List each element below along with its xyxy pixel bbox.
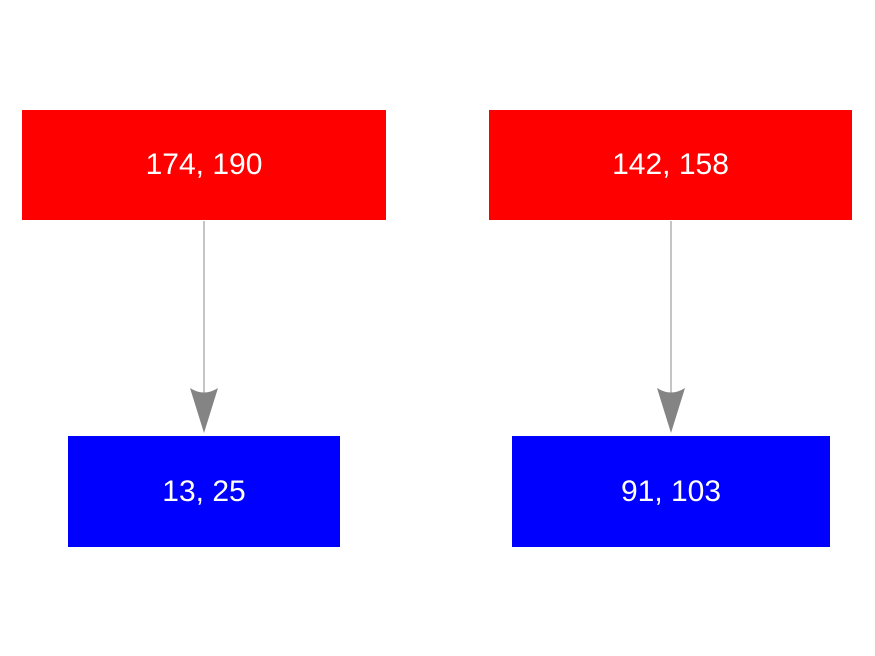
source-node-1-label: 174, 190	[145, 148, 263, 181]
source-node-1: 174, 190	[22, 110, 386, 220]
target-node-2: 91, 103	[512, 436, 830, 547]
edge-arrow-2	[657, 221, 685, 433]
arrowhead-down-icon	[190, 388, 218, 433]
target-node-1-label: 13, 25	[162, 474, 246, 508]
target-node-2-label: 91, 103	[620, 474, 722, 508]
target-node-1: 13, 25	[68, 436, 340, 547]
source-node-2-label: 142, 158	[612, 148, 729, 181]
arrowhead-down-icon	[657, 388, 685, 433]
edge-arrow-1	[190, 221, 218, 433]
source-node-2: 142, 158	[489, 110, 852, 220]
